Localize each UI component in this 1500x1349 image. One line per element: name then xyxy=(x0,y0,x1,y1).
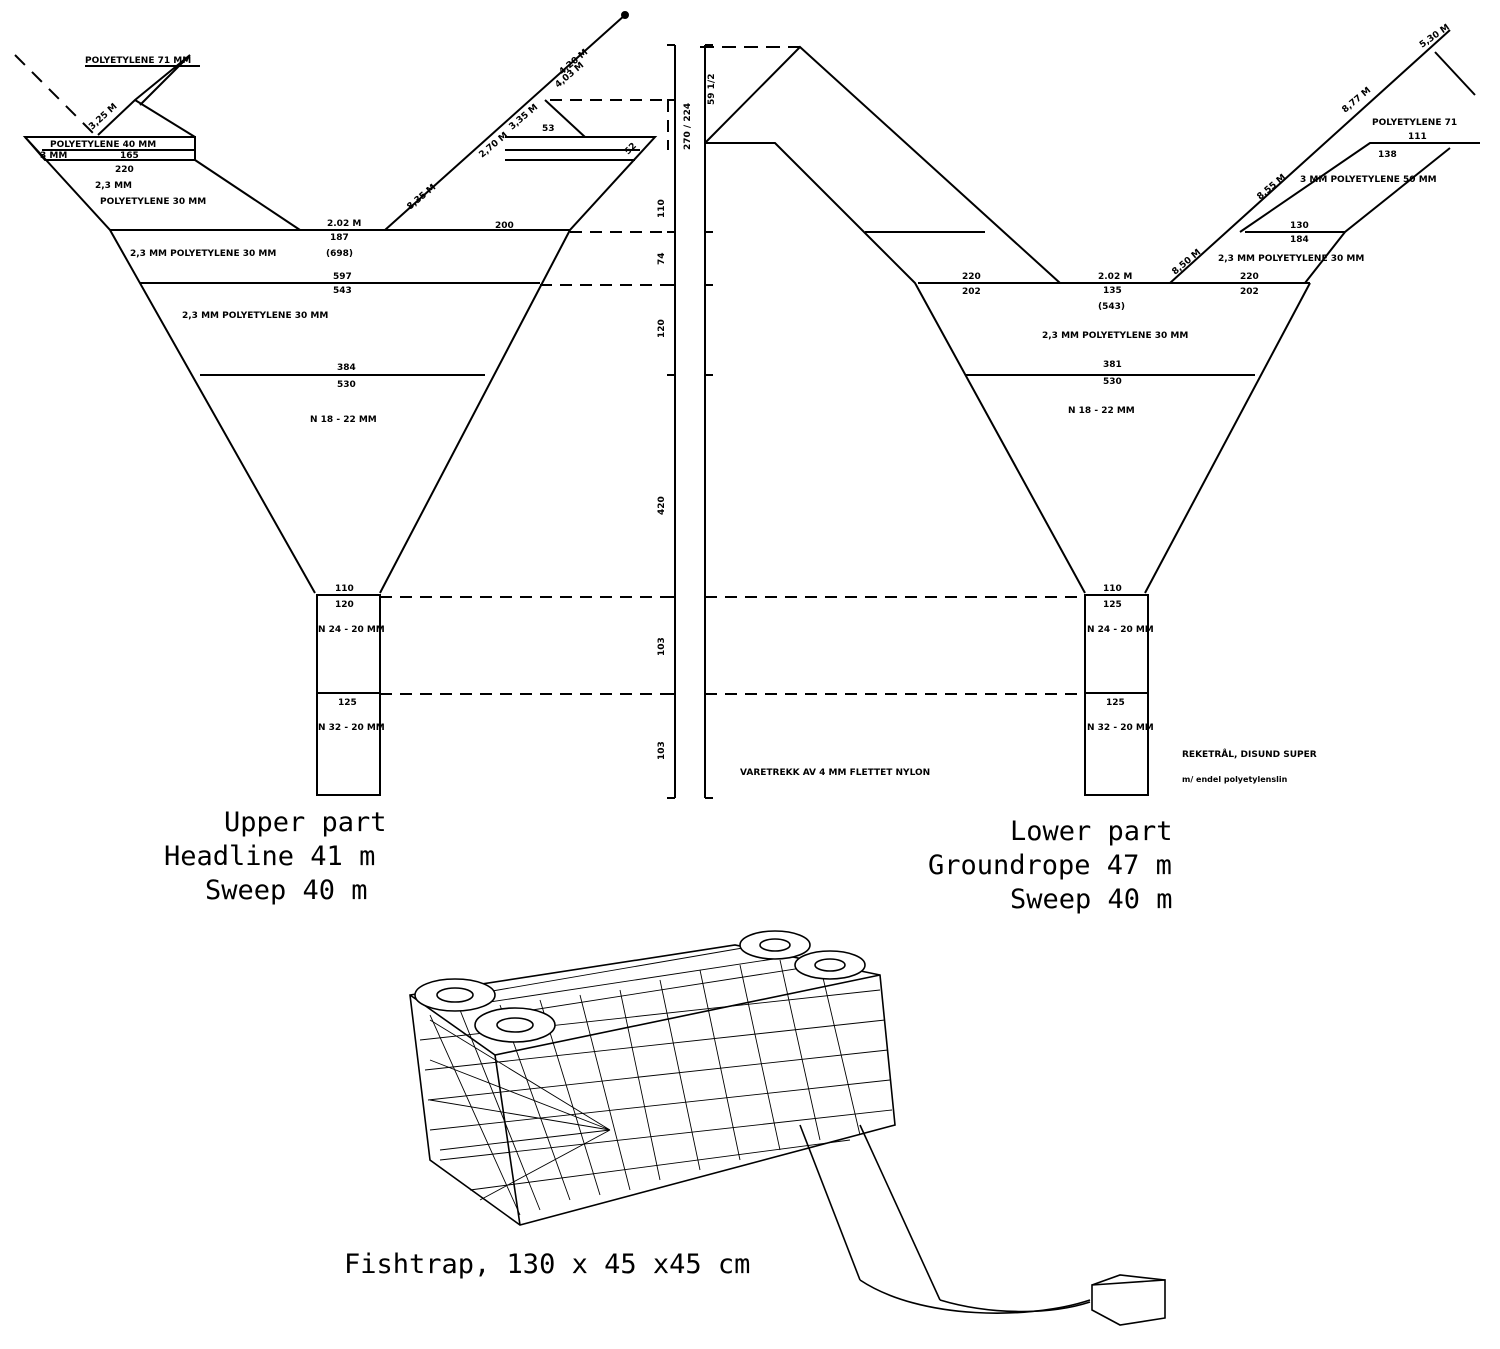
lower-net-label: VARETREKK AV 4 MM FLETTET NYLON xyxy=(740,768,930,778)
upper-headline-caption: Headline 41 m xyxy=(164,841,376,872)
upper-part-drawing xyxy=(14,11,669,796)
lower-381-label: 381 xyxy=(1103,360,1122,370)
lower-138-label: 138 xyxy=(1378,150,1397,160)
lower-part-drawing xyxy=(700,29,1480,796)
lower-groundrope-caption: Groundrope 47 m xyxy=(928,850,1172,881)
lower-543-label: (543) xyxy=(1098,302,1125,312)
lower-poly50-label: 3 MM POLYETYLENE 50 MM xyxy=(1300,175,1437,185)
lower-125-label: 125 xyxy=(1103,600,1122,610)
lower-220-label: 220 xyxy=(962,272,981,282)
lower-poly71-label: POLYETYLENE 71 xyxy=(1372,118,1457,128)
lower-184-label: 184 xyxy=(1290,235,1309,245)
upper-110-label: 110 xyxy=(335,584,354,594)
upper-n32-label: N 32 - 20 MM xyxy=(318,723,385,733)
upper-165-label: 165 xyxy=(120,151,139,161)
upper-n18-label: N 18 - 22 MM xyxy=(310,415,377,425)
scale-103b-label: 103 xyxy=(657,741,667,760)
upper-n24-label: N 24 - 20 MM xyxy=(318,625,385,635)
lower-m850-label: 8,50 M xyxy=(1171,248,1204,278)
lower-m855-label: 8,55 M xyxy=(1256,173,1289,203)
lower-530-label: 530 xyxy=(1103,377,1122,387)
lower-poly30-label: 2,3 MM POLYETYLENE 30 MM xyxy=(1042,331,1188,341)
lower-220b-label: 220 xyxy=(1240,272,1259,282)
upper-3mm-label: 3 MM xyxy=(40,151,67,161)
lower-poly30x-label: 2,3 MM POLYETYLENE 30 MM xyxy=(1218,254,1364,264)
lower-n18-label: N 18 - 22 MM xyxy=(1068,406,1135,416)
upper-52-label: 52 xyxy=(623,141,639,157)
upper-53-label: 53 xyxy=(542,124,555,134)
upper-sweep-caption: Sweep 40 m xyxy=(205,875,368,906)
upper-597-label: 597 xyxy=(333,272,352,282)
scale-110-label: 110 xyxy=(657,199,667,218)
upper-120-label: 120 xyxy=(335,600,354,610)
lower-part-title: Lower part xyxy=(1010,816,1173,847)
upper-part-title: Upper part xyxy=(224,807,387,838)
upper-125-label: 125 xyxy=(338,698,357,708)
upper-poly30c-label: 2,3 MM POLYETYLENE 30 MM xyxy=(182,311,328,321)
upper-m235-label: 8,35 M xyxy=(406,183,439,213)
scale-270-label: 270 / 224 xyxy=(683,103,693,150)
lower-110-label: 110 xyxy=(1103,584,1122,594)
fishtrap-caption: Fishtrap, 130 x 45 x45 cm xyxy=(344,1249,751,1280)
upper-202m-label: 2.02 M xyxy=(327,219,361,229)
upper-530-label: 530 xyxy=(337,380,356,390)
fishtrap-drawing xyxy=(409,930,1166,1326)
lower-sweep-caption: Sweep 40 m xyxy=(1010,884,1173,915)
upper-poly71-label: POLYETYLENE 71 MM xyxy=(85,56,191,66)
upper-poly40-label: POLYETYLENE 40 MM xyxy=(50,140,156,150)
lower-111-label: 111 xyxy=(1408,132,1427,142)
lower-n24-label: N 24 - 20 MM xyxy=(1087,625,1154,635)
scale-74-label: 74 xyxy=(657,252,667,265)
lower-135-label: 135 xyxy=(1103,286,1122,296)
middle-scale xyxy=(667,44,713,799)
upper-23mm-label: 2,3 MM xyxy=(95,181,132,191)
upper-m270-label: 2,70 M xyxy=(478,131,511,161)
lower-130-label: 130 xyxy=(1290,221,1309,231)
upper-m335-label: 3,35 M xyxy=(508,103,541,133)
upper-poly30a-label: POLYETYLENE 30 MM xyxy=(100,197,206,207)
lower-202m-label: 2.02 M xyxy=(1098,272,1132,282)
lower-202-label: 202 xyxy=(962,287,981,297)
lower-n32-label: N 32 - 20 MM xyxy=(1087,723,1154,733)
upper-220-label: 220 xyxy=(115,165,134,175)
upper-698-label: (698) xyxy=(326,249,353,259)
scale-120-label: 120 xyxy=(657,319,667,338)
lower-m530-label: 5,30 M xyxy=(1418,23,1452,51)
lower-note2-label: m/ endel polyetylenslin xyxy=(1182,775,1288,784)
scale-59-label: 59 1/2 xyxy=(707,74,717,105)
upper-200-label: 200 xyxy=(495,221,514,231)
upper-poly30b-label: 2,3 MM POLYETYLENE 30 MM xyxy=(130,249,276,259)
lower-202b-label: 202 xyxy=(1240,287,1259,297)
upper-384-label: 384 xyxy=(337,363,356,373)
lower-m277-label: 8,77 M xyxy=(1341,86,1374,116)
lower-note1-label: REKETRÅL, DISUND SUPER xyxy=(1182,749,1317,760)
upper-543-label: 543 xyxy=(333,286,352,296)
scale-103a-label: 103 xyxy=(657,637,667,656)
upper-m325-label: 3,25 M xyxy=(87,102,119,132)
lower-125b-label: 125 xyxy=(1106,698,1125,708)
scale-420-label: 420 xyxy=(657,496,667,515)
upper-107-label: 187 xyxy=(330,233,349,243)
